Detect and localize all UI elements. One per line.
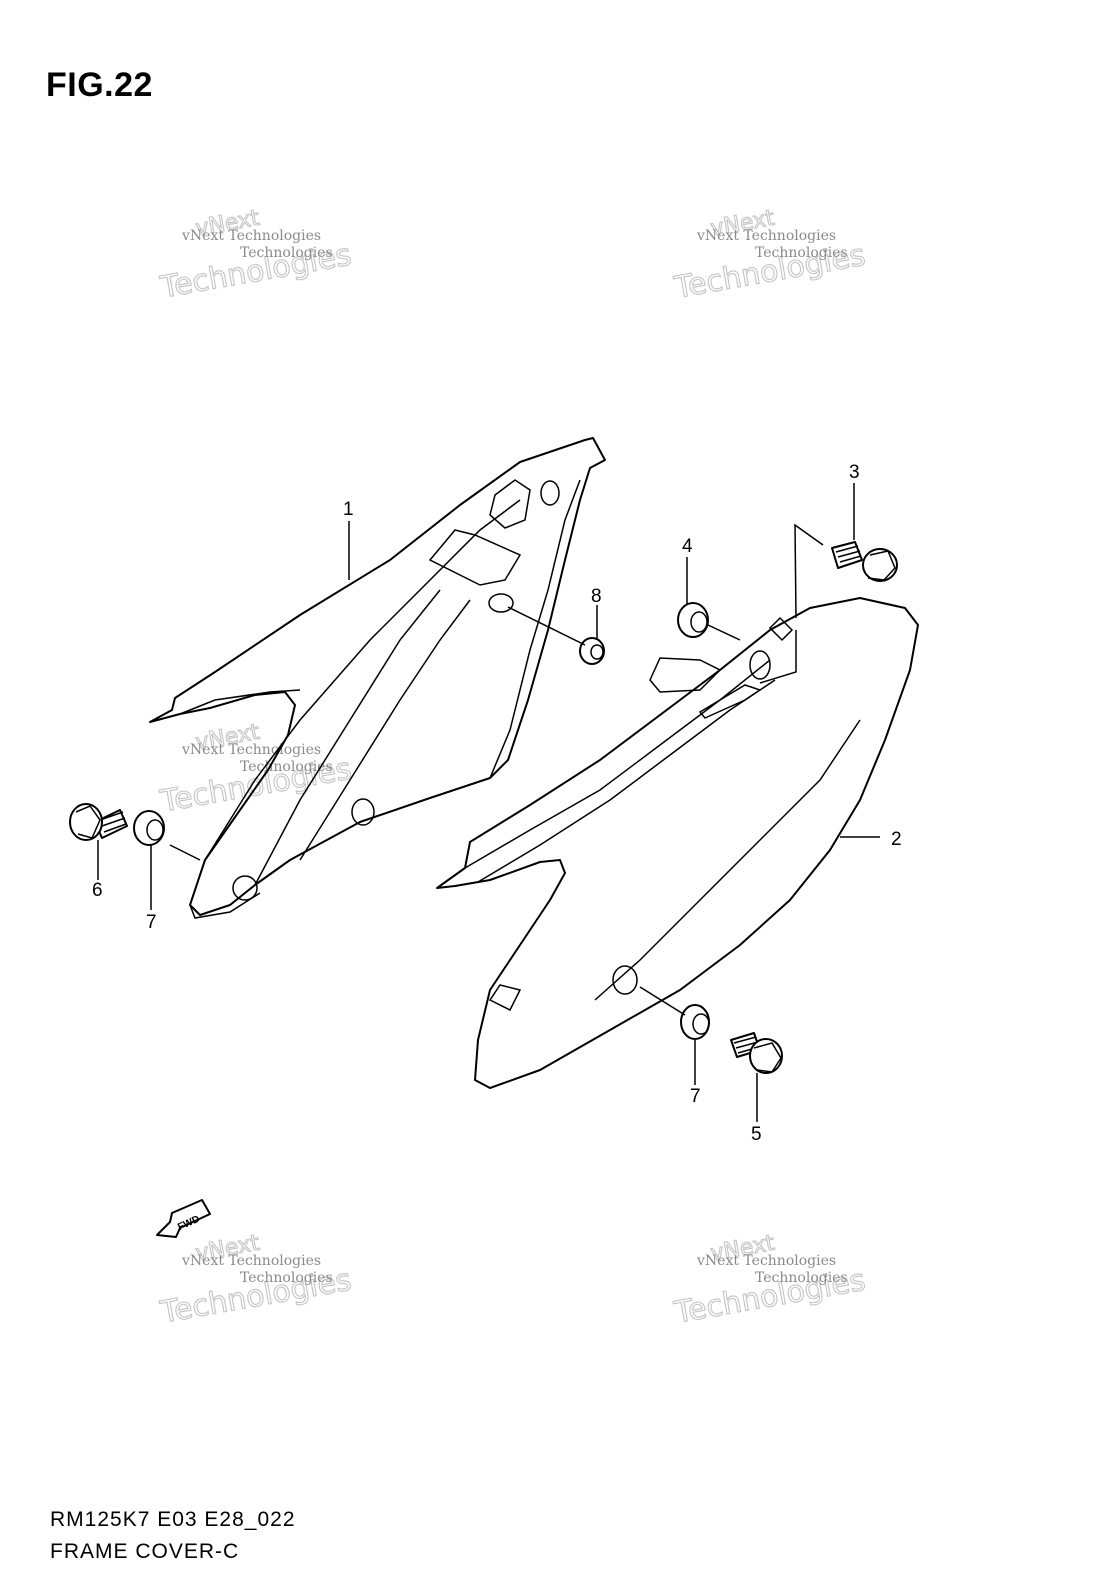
watermark-bottom-right: vNext vNext Technologies Technologies Te…	[671, 1230, 869, 1331]
watermark-top-right: vNext vNext Technologies Technologies Te…	[671, 205, 869, 306]
bolt-part-6	[69, 803, 128, 841]
frame-cover-left-part	[149, 437, 606, 919]
callout-4: 4	[682, 536, 693, 557]
svg-text:Technologies: Technologies	[755, 245, 848, 261]
grommet-part-7-right	[680, 1004, 710, 1040]
callout-1: 1	[343, 499, 354, 520]
callout-7-right: 7	[690, 1086, 701, 1107]
svg-text:vNext Technologies: vNext Technologies	[696, 1253, 836, 1269]
grommet-part-4	[677, 602, 709, 638]
callout-5: 5	[751, 1124, 762, 1145]
bolt-part-5	[730, 1032, 783, 1074]
watermark-mid-left: vNext vNext Technologies Technologies Te…	[157, 719, 355, 820]
bolt-part-3	[831, 541, 898, 582]
callout-2: 2	[891, 829, 902, 850]
svg-text:Technologies: Technologies	[240, 245, 333, 261]
callout-6: 6	[92, 880, 103, 901]
watermark-bottom-left: vNext vNext Technologies Technologies Te…	[157, 1230, 355, 1331]
svg-text:Technologies: Technologies	[240, 759, 333, 775]
section-name-footer: FRAME COVER-C	[50, 1540, 240, 1563]
callout-labels: 1 2 3 4 5 6 7 7 8	[92, 462, 902, 1145]
watermark-top-left: vNext vNext Technologies Technologies Te…	[157, 205, 355, 306]
svg-text:vNext Technologies: vNext Technologies	[181, 228, 321, 244]
callout-3: 3	[849, 462, 860, 483]
svg-text:Technologies: Technologies	[240, 1270, 333, 1286]
grommet-part-7-left	[133, 810, 165, 846]
figure-label: FIG.22	[46, 66, 153, 104]
collar-part-8	[579, 637, 605, 665]
assembly-lines	[169, 523, 824, 1016]
leader-lines	[97, 483, 880, 1122]
callout-7-left: 7	[146, 912, 157, 933]
svg-text:vNext Technologies: vNext Technologies	[696, 228, 836, 244]
svg-text:Technologies: Technologies	[755, 1270, 848, 1286]
callout-8: 8	[591, 586, 602, 607]
fwd-direction-arrow: FWD	[156, 1199, 211, 1238]
svg-text:vNext Technologies: vNext Technologies	[181, 742, 321, 758]
frame-cover-right-part	[436, 597, 919, 1089]
svg-text:vNext Technologies: vNext Technologies	[181, 1253, 321, 1269]
model-code-footer: RM125K7 E03 E28_022	[50, 1508, 296, 1531]
